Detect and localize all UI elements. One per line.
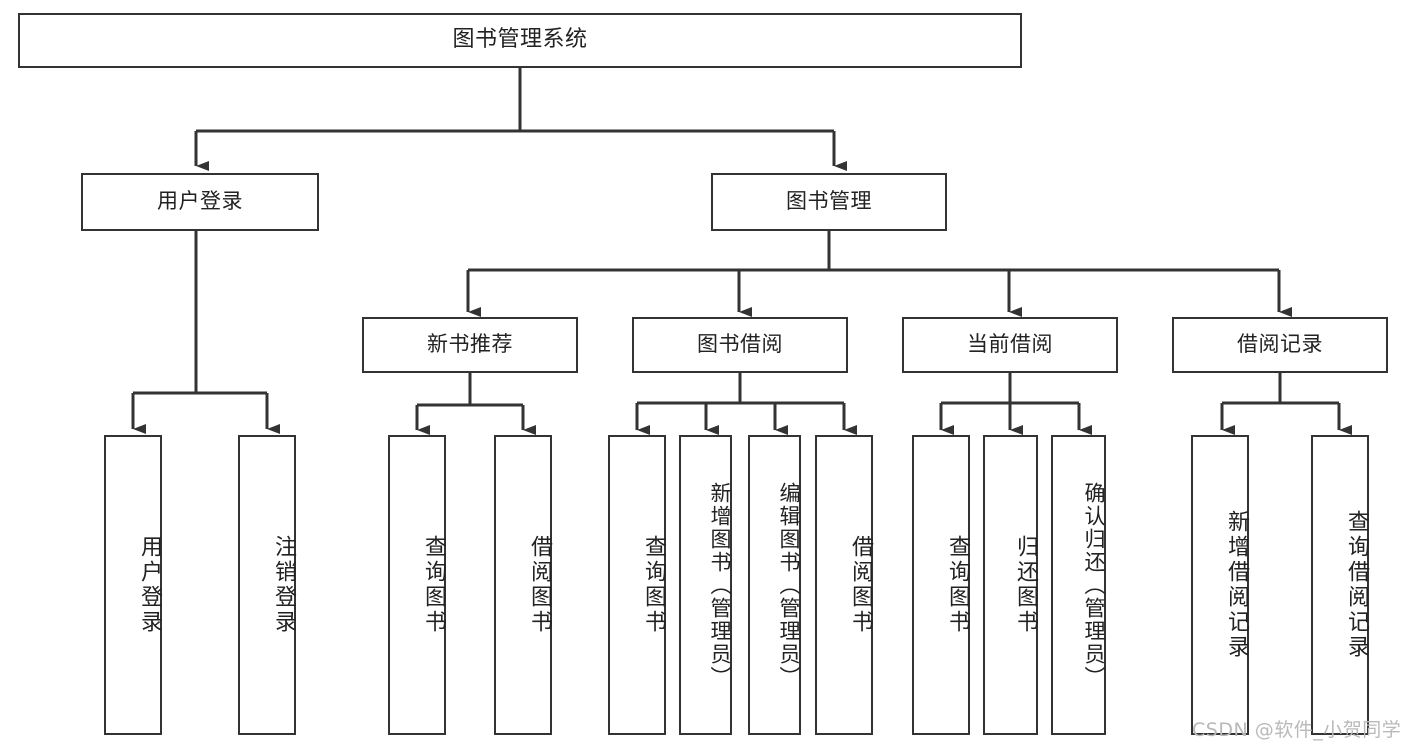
node-borrow-record[interactable]: 借阅记录 [1172,317,1388,373]
leaf-user-logout[interactable]: 注销登录 [238,435,296,735]
leaf-borrow-book-recommend[interactable]: 借阅图书 [494,435,552,735]
leaf-query-book-borrow[interactable]: 查询图书 [608,435,666,735]
leaf-borrow-book[interactable]: 借阅图书 [815,435,873,735]
leaf-add-borrow-record[interactable]: 新增借阅记录 [1191,435,1249,735]
node-new-book-recommend[interactable]: 新书推荐 [362,317,578,373]
csdn-watermark: CSDN @软件_小贺同学 [1192,719,1402,741]
node-root-system[interactable]: 图书管理系统 [18,13,1022,68]
node-current-borrow[interactable]: 当前借阅 [902,317,1118,373]
leaf-confirm-return-admin[interactable]: 确认归还（管理员） [1051,435,1106,735]
leaf-user-login[interactable]: 用户登录 [104,435,162,735]
leaf-return-book[interactable]: 归还图书 [983,435,1038,735]
leaf-add-book-admin[interactable]: 新增图书（管理员） [679,435,732,735]
leaf-query-borrow-record[interactable]: 查询借阅记录 [1311,435,1369,735]
leaf-query-book-current[interactable]: 查询图书 [912,435,970,735]
node-book-borrow[interactable]: 图书借阅 [632,317,848,373]
node-book-management[interactable]: 图书管理 [711,173,947,231]
leaf-query-book-recommend[interactable]: 查询图书 [388,435,446,735]
node-user-login[interactable]: 用户登录 [81,173,319,231]
leaf-edit-book-admin[interactable]: 编辑图书（管理员） [748,435,801,735]
